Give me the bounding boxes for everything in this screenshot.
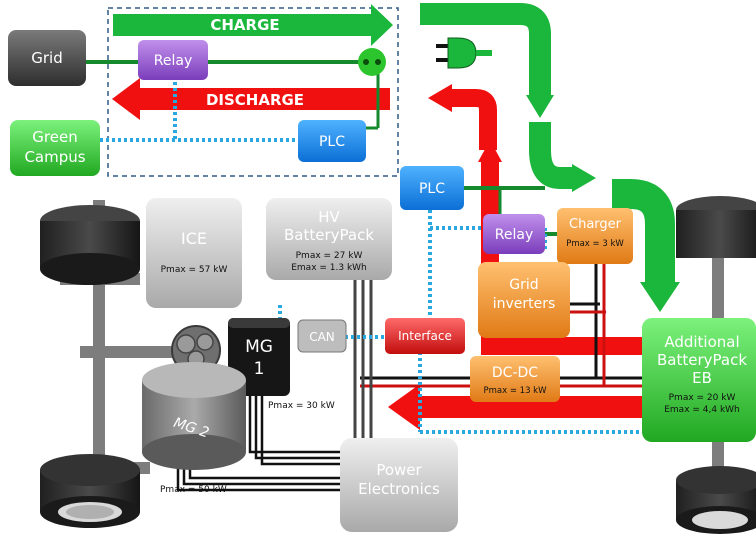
eb-label-3: EB (692, 369, 712, 387)
grid-label: Grid (31, 49, 62, 67)
ice-spec: Pmax = 57 kW (161, 265, 228, 275)
hv-label-1: HV (318, 208, 340, 226)
relay-top-label: Relay (154, 53, 192, 69)
can-block: CAN (297, 319, 347, 353)
additional-batterypack-block: Additional BatteryPack EB Pmax = 20 kW E… (642, 318, 756, 442)
plug-icon (436, 37, 492, 69)
plc-mid-label: PLC (419, 181, 445, 197)
grid-block: Grid (8, 30, 86, 86)
dcdc-label: DC-DC (492, 365, 538, 381)
power-electronics-label-2: Electronics (358, 480, 440, 498)
grid-inverters-block: Grid inverters (478, 262, 570, 338)
power-electronics-label-1: Power (376, 461, 422, 479)
mg1-spec: Pmax = 30 kW (268, 401, 335, 411)
mg1-label-2: 1 (254, 359, 265, 379)
grid-inverters-label-2: inverters (493, 296, 556, 312)
hv-spec-power: Pmax = 27 kW (296, 251, 363, 261)
wheel-front-left (40, 205, 140, 285)
motor-cables (176, 392, 340, 492)
outlet-icon (358, 48, 386, 76)
charger-spec: Pmax = 3 kW (566, 239, 624, 249)
ice-label: ICE (181, 229, 207, 248)
wheel-rear-left (40, 454, 140, 528)
discharge-arrowhead-2 (428, 84, 452, 112)
charge-path-right-2 (529, 122, 572, 189)
wheel-rear-right (676, 466, 756, 534)
hv-spec-energy: Emax = 1.3 kWh (291, 263, 367, 273)
charge-label: CHARGE (210, 16, 279, 34)
discharge-arrowhead-1 (478, 140, 502, 162)
ice-block: ICE Pmax = 57 kW (146, 198, 242, 308)
relay-mid-label: Relay (495, 227, 533, 243)
charge-arrowhead-1 (526, 95, 554, 118)
eb-spec-power: Pmax = 20 kW (669, 393, 736, 403)
charging-station-boundary (107, 7, 399, 177)
eb-label-2: BatteryPack (657, 351, 747, 369)
discharge-path-right-2 (450, 89, 497, 150)
hv-batterypack-block: HV BatteryPack Pmax = 27 kW Emax = 1.3 k… (266, 198, 392, 280)
discharge-arrow: DISCHARGE (112, 78, 390, 120)
grid-inverters-label-1: Grid (509, 277, 538, 293)
wheel-front-right (676, 196, 756, 258)
mg2-spec: Pmax = 50 kW (160, 485, 227, 495)
charger-label: Charger (569, 217, 622, 232)
plc-top-block: PLC (298, 120, 366, 162)
charger-block: Charger Pmax = 3 kW (557, 208, 633, 264)
plc-mid-block: PLC (400, 166, 464, 210)
power-electronics-block: Power Electronics (340, 438, 458, 532)
plc-top-label: PLC (319, 134, 345, 150)
relay-top-block: Relay (138, 40, 208, 80)
charge-arrowhead-2 (572, 164, 596, 192)
dcdc-spec: Pmax = 13 kW (483, 386, 547, 396)
dcdc-block: DC-DC Pmax = 13 kW (470, 356, 560, 402)
charge-path-right-1 (420, 3, 551, 95)
discharge-arrowhead-bottom (388, 384, 420, 430)
mg2-block: MG 2 (142, 362, 246, 470)
green-campus-label-2: Campus (24, 148, 85, 166)
can-label: CAN (309, 330, 335, 344)
charge-arrow: CHARGE (113, 4, 393, 46)
charge-arrowhead-3 (640, 282, 680, 312)
eb-spec-energy: Emax = 4,4 kWh (664, 405, 740, 415)
green-campus-label-1: Green (32, 128, 77, 146)
green-campus-block: Green Campus (10, 120, 100, 176)
eb-label-1: Additional (664, 333, 739, 351)
interface-block: Interface (385, 318, 465, 354)
relay-mid-block: Relay (483, 214, 545, 254)
mg1-label-1: MG (245, 337, 273, 357)
hv-label-2: BatteryPack (284, 226, 374, 244)
discharge-label: DISCHARGE (206, 91, 304, 109)
interface-label: Interface (398, 329, 452, 343)
charge-path-right-3 (612, 179, 675, 282)
